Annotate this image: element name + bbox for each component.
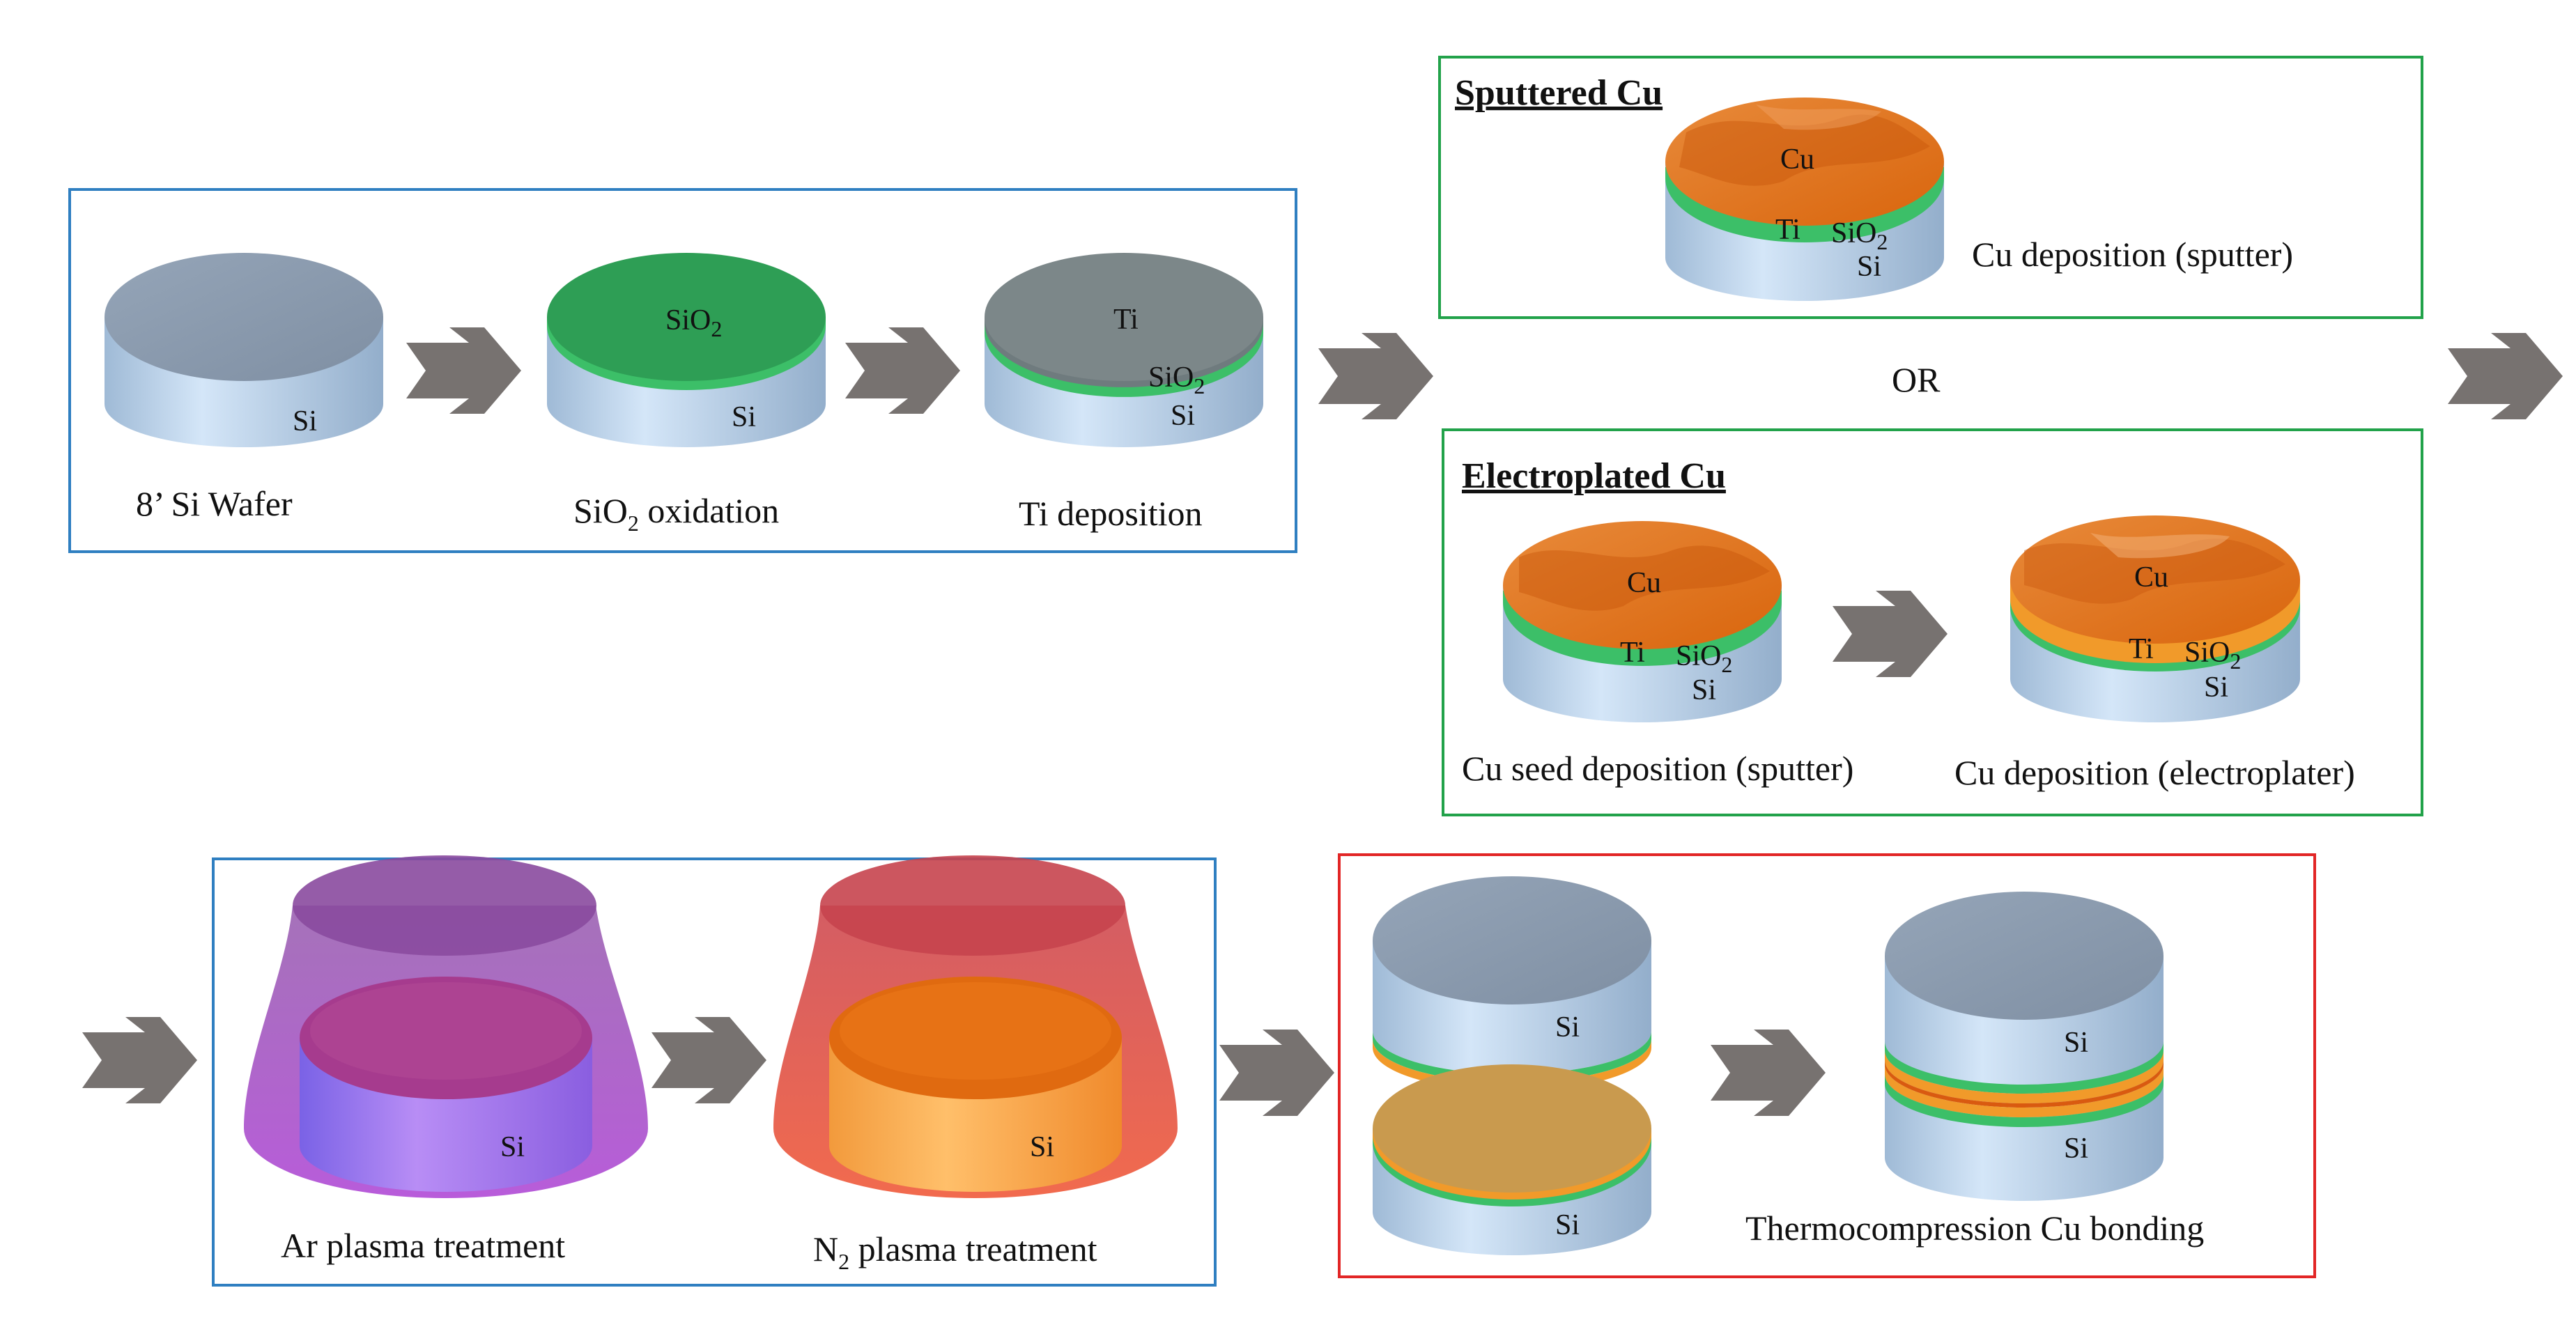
caption-bonding: Thermocompression Cu bonding (1745, 1209, 2204, 1248)
svg-text:Si: Si (293, 405, 317, 437)
box-plasma (212, 857, 1217, 1287)
wafer-cu-seed: Cu Ti SiO2 Si (1503, 521, 1782, 722)
chamber-ar-plasma: Si (244, 855, 648, 1198)
svg-text:Si: Si (1555, 1209, 1580, 1241)
svg-text:SiO2: SiO2 (665, 304, 722, 341)
svg-text:Ti: Ti (1775, 214, 1800, 246)
box-electroplated-cu (1442, 428, 2423, 816)
svg-text:Si: Si (732, 401, 756, 433)
caption-cu-seed: Cu seed deposition (sputter) (1462, 749, 1853, 788)
caption-wafer: 8’ Si Wafer (136, 484, 293, 523)
wafer-cu-sputtered: Cu Ti SiO2 Si (1665, 98, 1944, 301)
arrow-right-icon (845, 327, 960, 414)
svg-text:Si: Si (1171, 400, 1195, 432)
svg-text:Cu: Cu (2134, 561, 2168, 593)
wafer-pair-aligned: Si Si (1373, 876, 1651, 1255)
svg-text:Si: Si (1692, 674, 1716, 706)
box-bonding (1338, 853, 2316, 1278)
arrow-right-icon (651, 1017, 766, 1103)
wafer-si: Si (105, 253, 383, 447)
caption-ti: Ti deposition (1019, 494, 1203, 533)
wafer-ti: Ti SiO2 Si (985, 253, 1263, 447)
svg-text:Si: Si (500, 1131, 525, 1163)
arrow-right-icon (1318, 333, 1433, 419)
box-wafer-prep (68, 188, 1297, 553)
arrow-right-icon (1219, 1030, 1334, 1116)
caption-ar-plasma: Ar plasma treatment (281, 1226, 565, 1265)
caption-cu-electroplater: Cu deposition (electroplater) (1954, 753, 2355, 792)
svg-text:Si: Si (2204, 672, 2228, 704)
section-sputtered-title: Sputtered Cu (1455, 73, 1663, 113)
box-sputtered-cu (1438, 56, 2423, 319)
wafer-pair-bonded: Si Si (1885, 892, 2164, 1201)
caption-n2-plasma: N2 plasma treatment (813, 1229, 1097, 1274)
caption-oxidation: SiO2 oxidation (573, 491, 779, 536)
section-electroplated-title: Electroplated Cu (1462, 456, 1726, 496)
svg-text:Si: Si (1030, 1131, 1054, 1163)
svg-text:Ti: Ti (2129, 633, 2154, 665)
svg-text:Cu: Cu (1780, 143, 1814, 176)
arrow-right-icon (406, 327, 521, 414)
svg-text:SiO2: SiO2 (1676, 640, 1732, 677)
svg-text:SiO2: SiO2 (2184, 637, 2241, 674)
arrow-right-icon (82, 1017, 197, 1103)
arrow-right-icon (1833, 591, 1948, 677)
svg-text:Si: Si (1555, 1011, 1580, 1043)
chamber-n2-plasma: Si (773, 855, 1178, 1198)
caption-cu-sputter: Cu deposition (sputter) (1972, 235, 2293, 274)
svg-text:SiO2: SiO2 (1148, 362, 1205, 398)
arrow-right-icon (1711, 1030, 1826, 1116)
svg-text:SiO2: SiO2 (1831, 217, 1888, 254)
label-or: OR (1892, 360, 1941, 399)
svg-text:Si: Si (1857, 251, 1881, 283)
svg-text:Ti: Ti (1620, 637, 1645, 669)
svg-text:Si: Si (2064, 1133, 2088, 1165)
wafer-cu-electroplated: Cu Ti SiO2 Si (2010, 515, 2300, 722)
svg-text:Si: Si (2064, 1027, 2088, 1059)
svg-text:Ti: Ti (1113, 304, 1139, 336)
svg-text:Cu: Cu (1627, 567, 1661, 599)
wafer-sio2: SiO2 Si (547, 253, 826, 447)
arrow-right-icon (2448, 333, 2563, 419)
